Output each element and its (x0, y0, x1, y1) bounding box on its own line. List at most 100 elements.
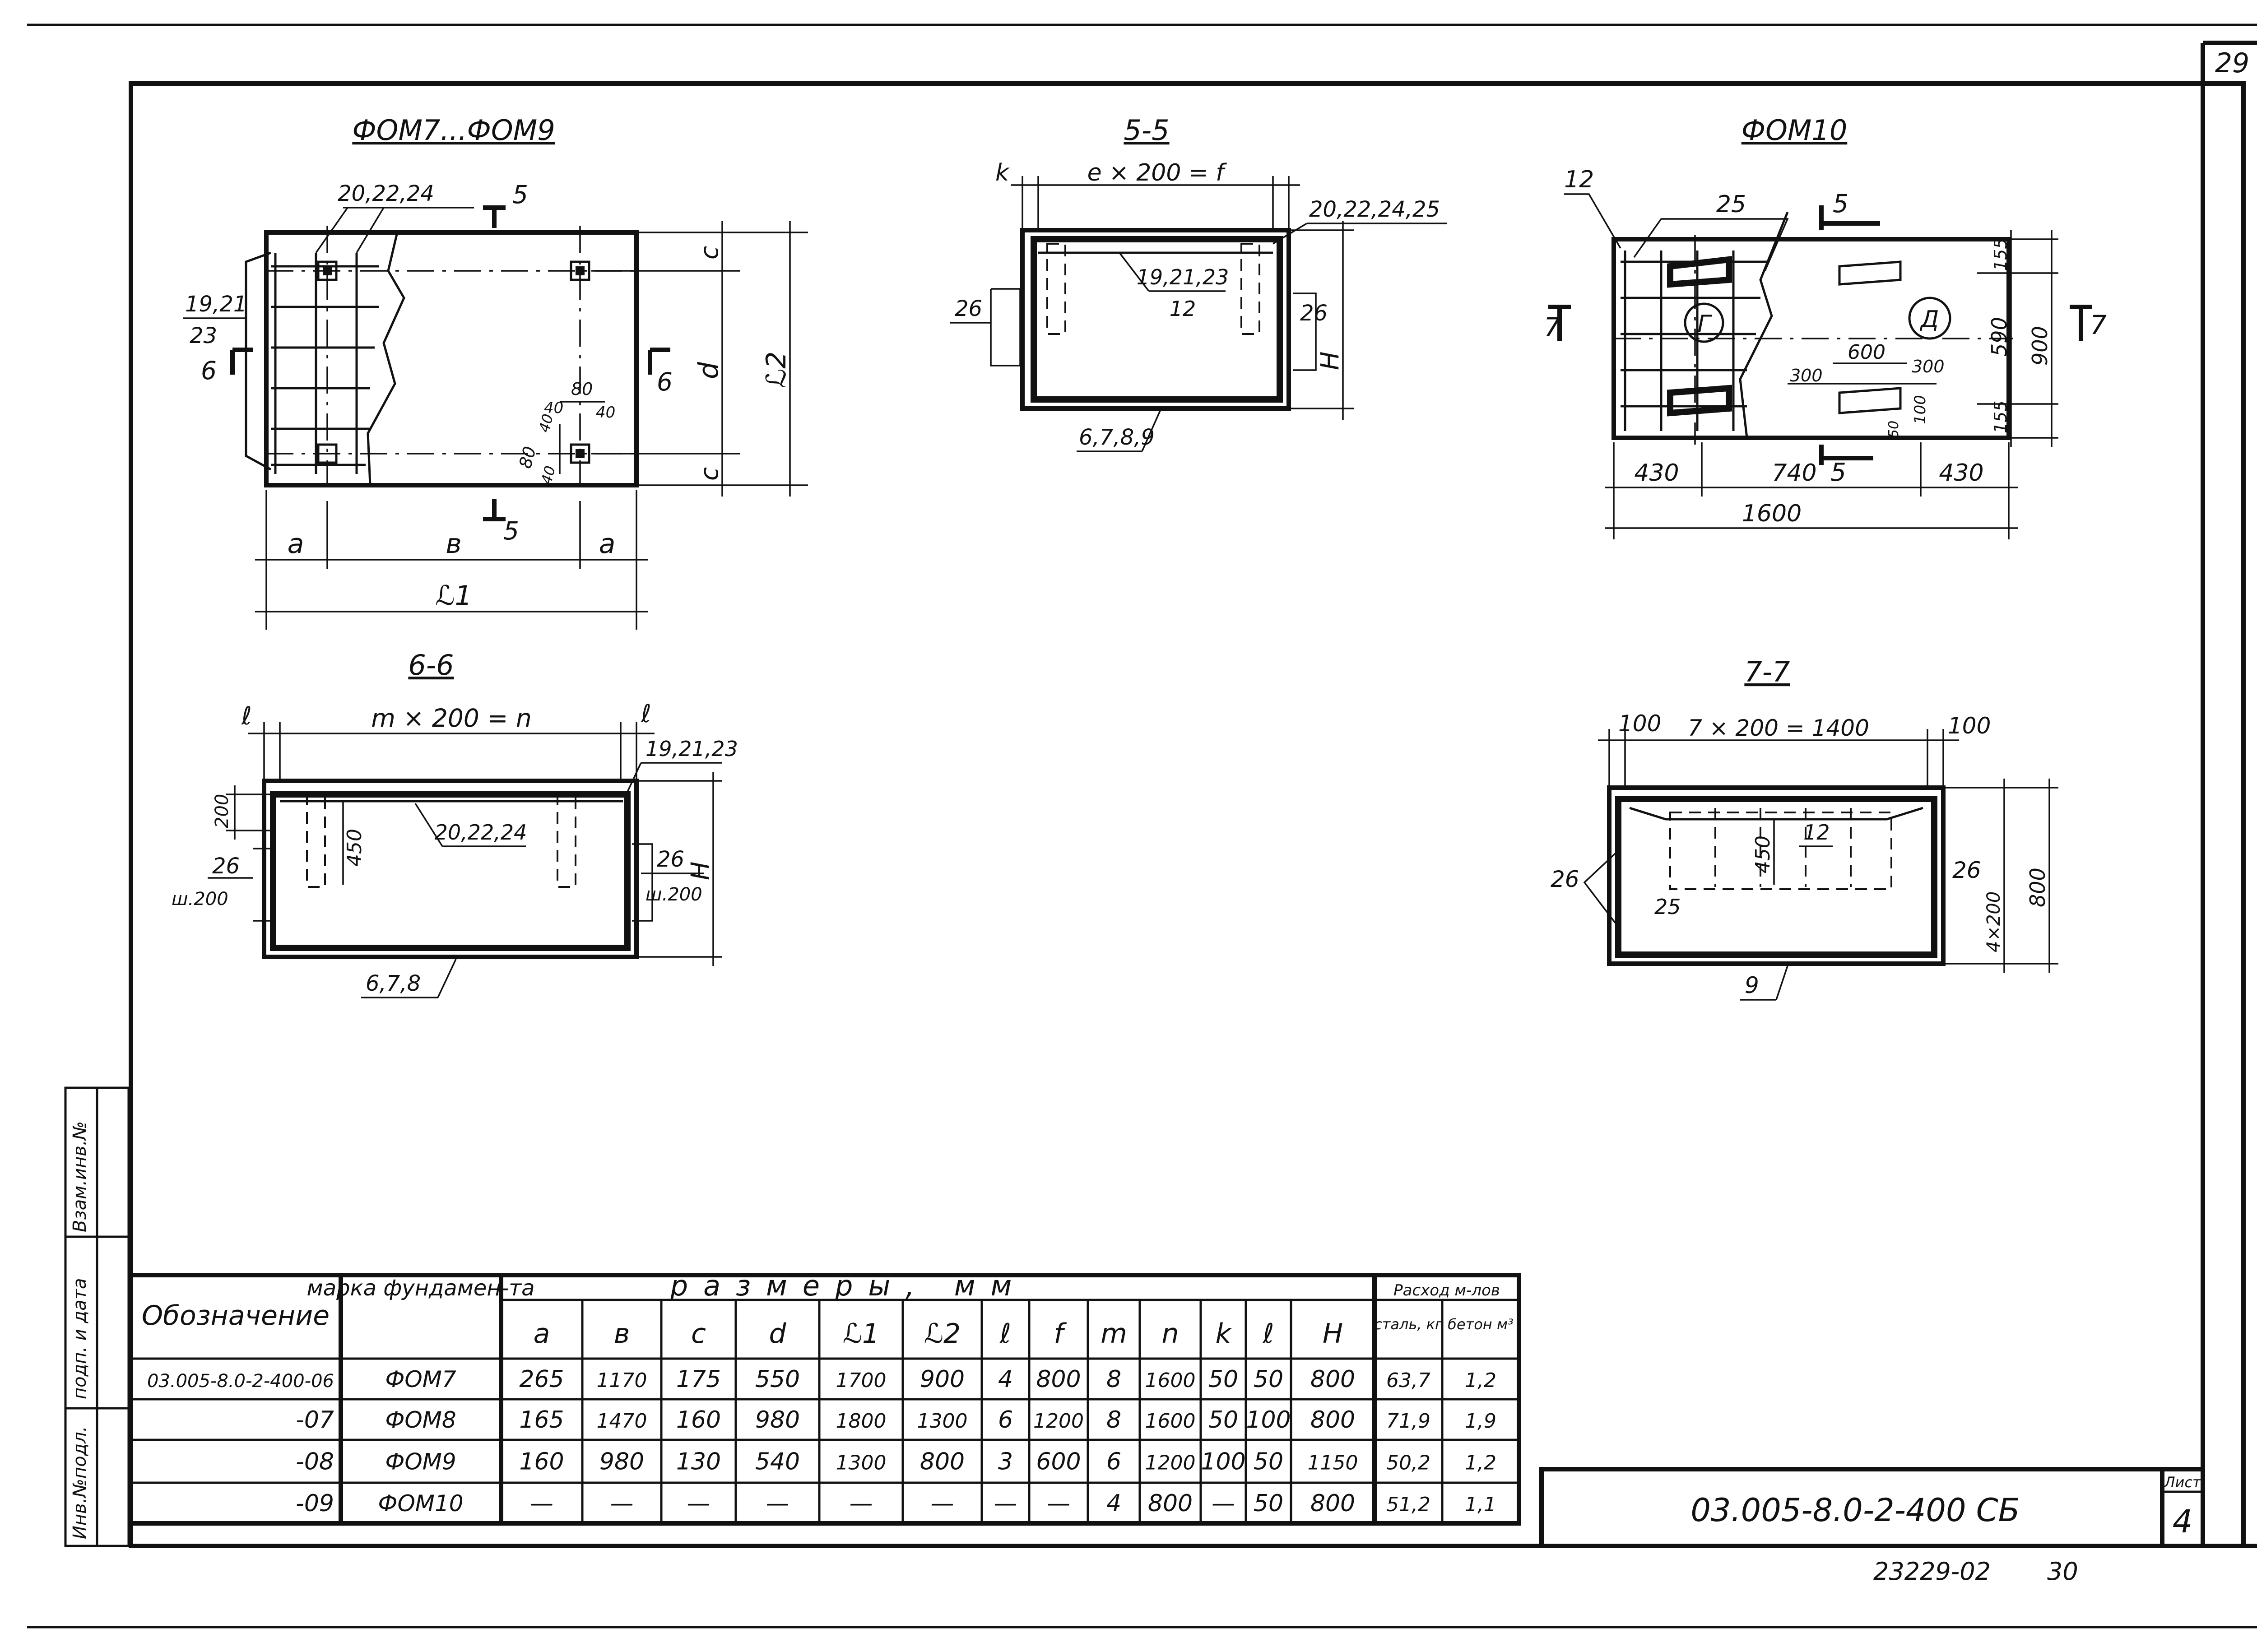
dim-155-top: 155 (1991, 238, 2011, 271)
dim-430-left: 430 (1634, 459, 1679, 487)
dim-H-6-6: H (686, 862, 715, 880)
table-header-3: d (769, 1318, 786, 1350)
table-cell: 130 (676, 1448, 721, 1476)
ref-step-right-6-6: ш.200 (646, 884, 702, 905)
table-cell: — (1212, 1490, 1235, 1517)
view-title-fom7-9: ФОМ7...ФОМ9 (352, 114, 555, 147)
table-cell-designation: 03.005-8.0-2-400-06 (147, 1371, 334, 1392)
dim-m-x-200-n: m × 200 = n (371, 704, 532, 733)
view-section-5-5: 5-5 k e × 200 = f H 20,22,24,25 19,21,23… (950, 114, 1447, 452)
table-cell-designation: -08 (296, 1448, 334, 1476)
table-header-8: m (1101, 1318, 1127, 1350)
dim-4x200: 4×200 (1983, 891, 2004, 952)
section-7-left: 7 (1544, 312, 1560, 343)
dim-H-5-5: H (1315, 352, 1344, 370)
table-cell: 550 (755, 1366, 800, 1393)
table-cell: 1150 (1308, 1452, 1358, 1475)
table-cell-mark: ФОМ8 (385, 1407, 456, 1433)
table-cell: 50 (1208, 1366, 1238, 1393)
table-cell: 980 (755, 1406, 800, 1434)
archive-page: 30 (2047, 1557, 2078, 1586)
table-header-4: ℒ1 (843, 1318, 879, 1350)
dim-e-x-200-f: e × 200 = f (1087, 159, 1227, 186)
table-cell: 1800 (836, 1410, 887, 1433)
dim-100-fom10: 100 (1911, 395, 1929, 424)
archive-number: 23229-02 (1873, 1557, 1991, 1586)
ref-26-left-6-6: 26 (212, 854, 240, 879)
dim-a-left: a (288, 528, 304, 560)
table-cell: — (687, 1490, 711, 1517)
table-cell: — (610, 1490, 634, 1517)
table-header-5: ℒ2 (924, 1318, 961, 1350)
table-header-1: в (614, 1318, 630, 1350)
ref-26-left-7-7: 26 (1551, 866, 1579, 892)
table-cell: — (530, 1490, 553, 1517)
view-title-5-5: 5-5 (1124, 114, 1169, 147)
table-cell: 4 (1106, 1490, 1121, 1517)
ref-20-22-24: 20,22,24 (338, 181, 434, 206)
table-cell: 980 (599, 1448, 644, 1476)
table-group-header: размеры, мм (670, 1269, 1027, 1302)
stamp-podp-data: подп. и дата (70, 1278, 90, 1399)
table-cell: 540 (755, 1448, 800, 1476)
document-code: 03.005-8.0-2-400 СБ (1690, 1492, 2020, 1529)
page-number: 29 (2215, 47, 2249, 79)
dimensions-table (129, 1273, 1521, 1526)
ref-26-left-5-5: 26 (955, 296, 982, 321)
table-cell: — (850, 1490, 873, 1517)
table-cell: 1300 (917, 1410, 968, 1433)
sheet-frame (27, 23, 2257, 1629)
dim-L2: ℒ2 (761, 352, 792, 388)
table-cell: 3 (998, 1448, 1013, 1476)
sheet-number: 4 (2173, 1503, 2193, 1540)
table-header-0: a (534, 1318, 550, 1350)
ref-20-22-24-6-6: 20,22,24 (435, 820, 527, 845)
table-cell: 800 (920, 1448, 965, 1476)
table-header-10: k (1216, 1318, 1232, 1350)
table-cell: 8 (1106, 1366, 1121, 1393)
table-cell: — (766, 1490, 789, 1517)
table-cell-concrete: 1,9 (1465, 1410, 1496, 1433)
ref-6-7-8-9: 6,7,8,9 (1079, 425, 1155, 450)
table-header-2: c (691, 1318, 706, 1350)
table-header-6: ℓ (999, 1318, 1011, 1350)
stamp-vzam-inv: Взам.инв.№ (70, 1121, 90, 1232)
dim-40-d: 40 (538, 464, 559, 486)
table-header-7: f (1054, 1318, 1067, 1350)
ref-6-7-8: 6,7,8 (366, 971, 421, 996)
table-cell: 1600 (1145, 1410, 1196, 1433)
table-cell-designation: -09 (296, 1490, 334, 1517)
table-cell: — (1047, 1490, 1070, 1517)
ref-25-fom10: 25 (1716, 191, 1746, 218)
ref-19-21-23-6-6: 19,21,23 (646, 737, 738, 761)
table-steel-header: сталь, кг (1374, 1316, 1443, 1333)
dim-450-6-6: 450 (343, 829, 366, 867)
dim-900-fom10: 900 (2028, 326, 2052, 366)
view-fom10: ФОМ10 Г Д 5 5 7 (1544, 114, 2107, 539)
ref-12-7-7: 12 (1803, 820, 1830, 845)
view-title-7-7: 7-7 (1744, 655, 1790, 688)
dim-100-right-7-7: 100 (1948, 713, 1991, 739)
table-cell: 6 (1106, 1448, 1121, 1476)
section-5-fom10-top: 5 (1833, 189, 1848, 218)
table-cell-mark: ФОМ7 (385, 1366, 456, 1392)
title-block (1539, 1467, 2257, 1548)
table-header-11: ℓ (1263, 1318, 1274, 1350)
table-cell-concrete: 1,2 (1465, 1452, 1496, 1475)
table-cell: 1300 (836, 1452, 887, 1475)
table-cell: 1200 (1145, 1452, 1196, 1475)
dim-430-right: 430 (1939, 459, 1983, 487)
dim-7-x-200: 7 × 200 = 1400 (1688, 715, 1869, 741)
ref-25-7-7: 25 (1654, 895, 1681, 919)
ref-12-5-5: 12 (1170, 297, 1196, 321)
dim-c-top: c (695, 246, 724, 260)
dim-600: 600 (1848, 341, 1885, 364)
dim-800-7-7: 800 (2025, 868, 2050, 907)
table-cell: 4 (998, 1366, 1013, 1393)
ref-20-22-24-25: 20,22,24,25 (1309, 197, 1440, 222)
table-cell: 50 (1208, 1406, 1238, 1434)
table-cell-mark: ФОМ9 (385, 1449, 456, 1475)
section-7-right: 7 (2090, 310, 2107, 340)
rebar-grid (271, 253, 379, 474)
